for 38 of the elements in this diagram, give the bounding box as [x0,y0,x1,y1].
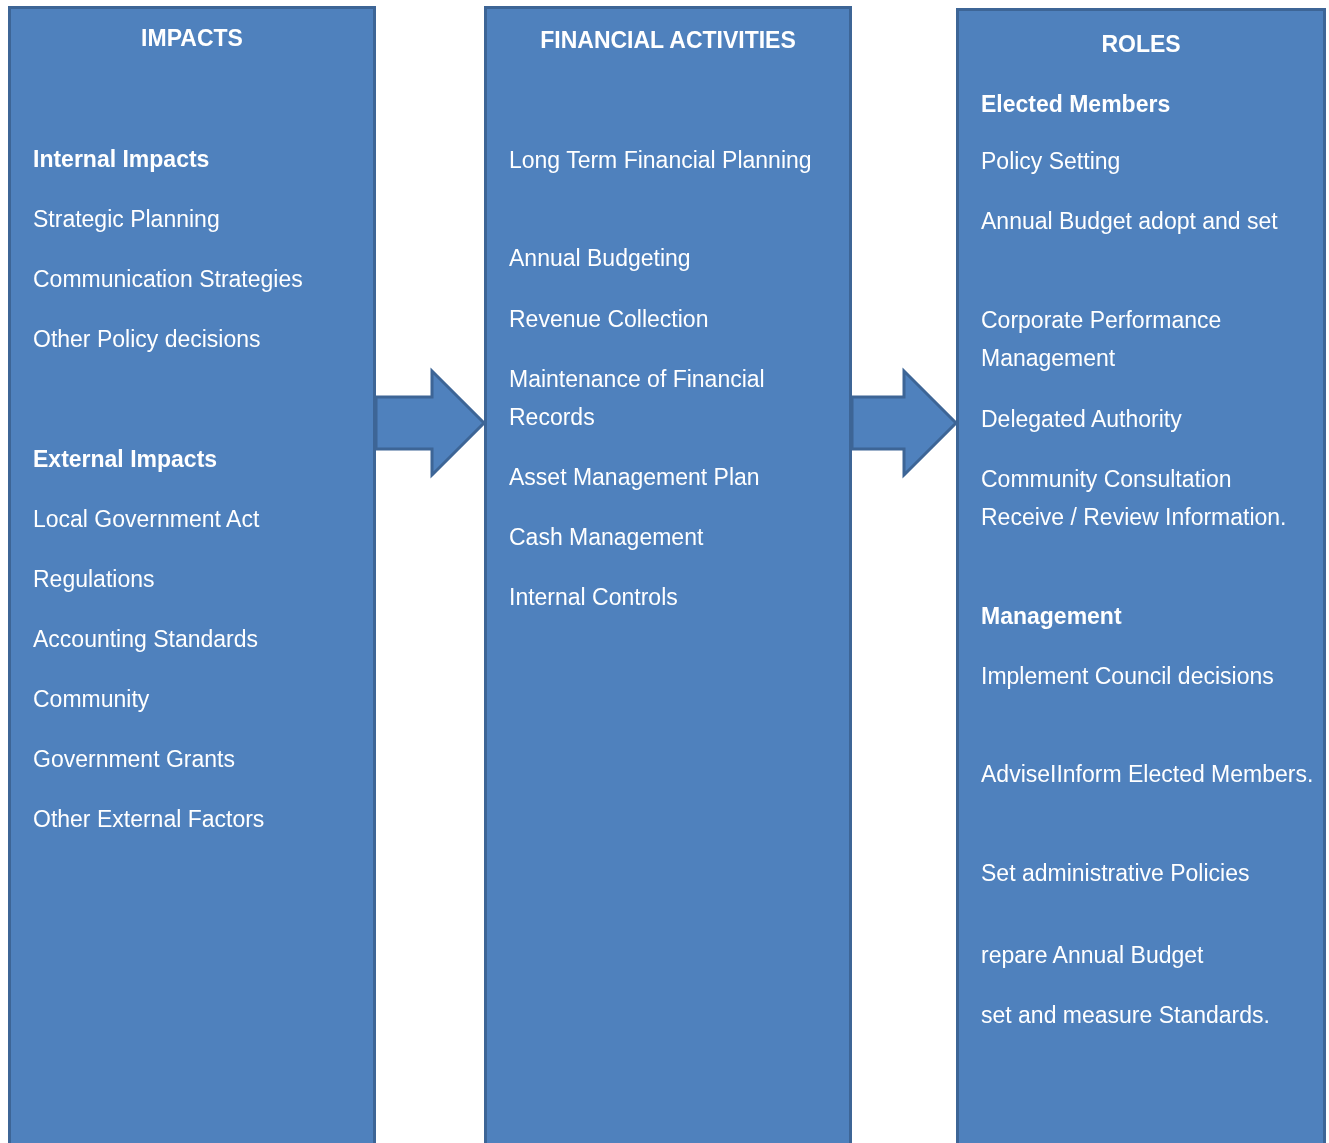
column-panel [8,6,376,1143]
column-title: FINANCIAL ACTIVITIES [539,26,797,55]
block-arrow [850,367,959,479]
list-item: Strategic Planning [33,205,221,234]
list-item: set and measure Standards. [981,1001,1271,1030]
list-item: Long Term Financial Planning [509,146,813,175]
list-item: Community [33,685,151,714]
column-panel [956,8,1326,1143]
list-item: Annual Budgeting [509,244,692,273]
list-item: Cash Management [509,523,705,552]
list-item: Implement Council decisions [981,662,1275,691]
column-panel [484,6,852,1143]
column-title: ROLES [1100,30,1182,59]
list-item: Communication Strategies [33,265,304,294]
list-item: Delegated Authority [981,405,1183,434]
list-item: Other External Factors [33,805,266,834]
list-item: Asset Management Plan [509,463,761,492]
list-item: Accounting Standards [33,625,260,654]
section-heading: External Impacts [33,445,219,474]
list-item: Maintenance of Financial Records [509,365,766,432]
list-item: Other Policy decisions [33,325,262,354]
list-item: Policy Setting [981,147,1122,176]
list-item: Set administrative Policies [981,859,1251,888]
column-title: IMPACTS [140,24,244,53]
list-item: Internal Controls [509,583,679,612]
list-item: Corporate Performance Management [981,306,1223,373]
list-item: Local Government Act [33,505,261,534]
section-heading: Management [981,602,1123,631]
list-item: Government Grants [33,745,236,774]
list-item: Regulations [33,565,156,594]
list-item: AdviseIInform Elected Members. [981,760,1315,789]
list-item: repare Annual Budget [981,941,1205,970]
section-heading: Internal Impacts [33,145,211,174]
list-item: Community Consultation Receive / Review Information. [981,465,1288,532]
list-item: Revenue Collection [509,305,710,334]
list-item: Annual Budget adopt and set [981,207,1279,236]
section-heading: Elected Members [981,90,1172,119]
block-arrow [374,367,487,479]
